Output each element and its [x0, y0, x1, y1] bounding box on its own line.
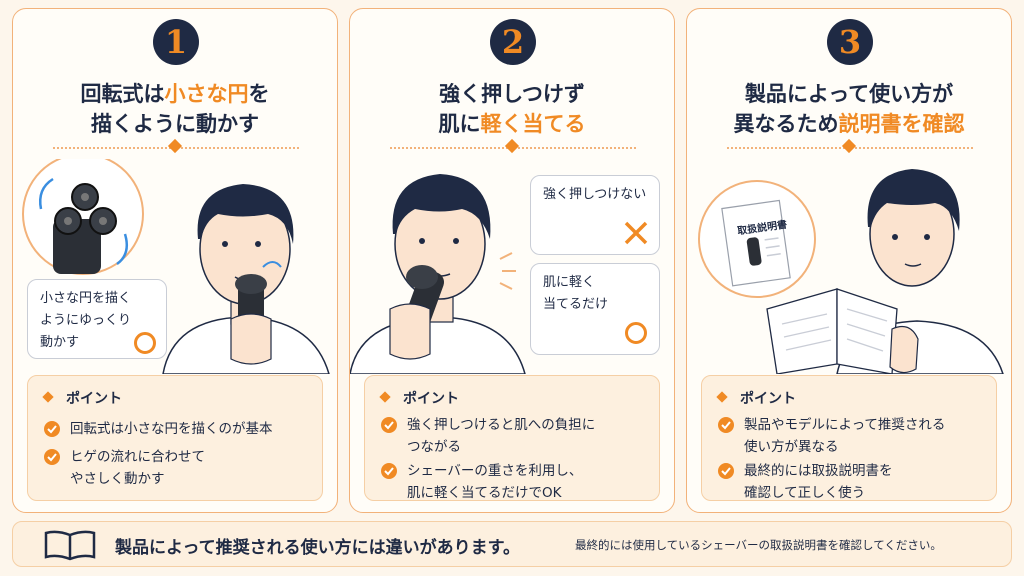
point-heading: ポイント	[716, 388, 796, 408]
step-number: 2	[490, 19, 536, 65]
point-text: つながる	[407, 439, 461, 455]
diamond-icon	[716, 391, 728, 403]
bad-x-icon	[624, 221, 648, 245]
bad-bubble: 強く押しつけない	[530, 175, 660, 255]
check-icon	[44, 449, 60, 465]
bubble-line: 動かす	[40, 335, 80, 350]
shaving-illustration	[350, 174, 526, 374]
diamond-icon	[167, 138, 183, 154]
check-icon	[718, 417, 734, 433]
shaving-illustration	[22, 159, 330, 374]
diamond-icon	[841, 138, 857, 154]
step-panel-2: 2 強く押しつけず 肌に軽く当てる 強く押しつけない 肌に軽く 当てるだけ ポイ…	[349, 8, 675, 513]
title-highlight: 軽く当てる	[480, 112, 586, 136]
step-panel-1: 1 回転式は小さな円を 描くように動かす 小さな円を描く ようにゆっくり 動かす	[12, 8, 338, 513]
footer-note: 製品によって推奨される使い方には違いがあります。 最終的には使用しているシェーバ…	[12, 521, 1012, 567]
step-panel-3: 3 製品によって使い方が 異なるため説明書を確認 取扱説明書 ポイント 製品やモ…	[686, 8, 1012, 513]
point-heading: ポイント	[42, 388, 122, 408]
good-circle-icon	[134, 332, 156, 354]
point-box: ポイント 製品やモデルによって推奨される 使い方が異なる 最終的には取扱説明書を…	[701, 375, 997, 501]
point-item: 回転式は小さな円を描くのが基本	[44, 418, 273, 440]
title-text: 肌に	[438, 112, 481, 136]
point-heading-text: ポイント	[403, 391, 459, 407]
bubble-line: 小さな円を描く	[40, 291, 132, 306]
point-heading-text: ポイント	[740, 391, 796, 407]
check-icon	[44, 421, 60, 437]
step-title: 製品によって使い方が 異なるため説明書を確認	[687, 79, 1011, 139]
title-text: を	[248, 82, 270, 106]
point-box: ポイント 回転式は小さな円を描くのが基本 ヒゲの流れに合わせて やさしく動かす	[27, 375, 323, 501]
bubble-line: 肌に軽く	[543, 275, 596, 290]
point-text: 最終的には取扱説明書を	[744, 463, 893, 479]
point-text: 回転式は小さな円を描くのが基本	[70, 421, 273, 437]
check-icon	[381, 417, 397, 433]
step-title: 回転式は小さな円を 描くように動かす	[13, 79, 337, 139]
point-box: ポイント 強く押しつけると肌への負担に つながる シェーバーの重さを利用し、 肌…	[364, 375, 660, 501]
point-text: シェーバーの重さを利用し、	[407, 463, 583, 479]
footer-main-text: 製品によって推奨される使い方には違いがあります。	[115, 538, 520, 558]
check-icon	[381, 463, 397, 479]
point-item: シェーバーの重さを利用し、 肌に軽く当てるだけでOK	[381, 460, 582, 504]
point-heading: ポイント	[379, 388, 459, 408]
diamond-icon	[379, 391, 391, 403]
good-bubble: 肌に軽く 当てるだけ	[530, 263, 660, 355]
check-icon	[718, 463, 734, 479]
point-item: 製品やモデルによって推奨される 使い方が異なる	[718, 414, 945, 458]
step-title: 強く押しつけず 肌に軽く当てる	[350, 79, 674, 139]
bubble-line: 当てるだけ	[543, 297, 609, 312]
title-text: 回転式は	[80, 82, 165, 106]
point-item: 強く押しつけると肌への負担に つながる	[381, 414, 595, 458]
title-text: 異なるため	[733, 112, 839, 136]
point-text: 製品やモデルによって推奨される	[744, 417, 946, 433]
manual-illustration	[698, 169, 1004, 374]
point-text: 確認して正しく使う	[744, 485, 866, 501]
title-highlight: 説明書を確認	[838, 112, 965, 136]
step-number: 1	[153, 19, 199, 65]
point-text: 強く押しつけると肌への負担に	[407, 417, 596, 433]
point-heading-text: ポイント	[66, 391, 122, 407]
good-circle-icon	[625, 322, 647, 344]
point-item: ヒゲの流れに合わせて やさしく動かす	[44, 446, 205, 490]
title-text: 描くように動かす	[91, 112, 259, 136]
bubble-line: 強く押しつけない	[543, 187, 647, 202]
diamond-icon	[42, 391, 54, 403]
point-text: やさしく動かす	[70, 471, 165, 487]
title-text: 強く押しつけず	[439, 82, 585, 106]
tip-bubble: 小さな円を描く ようにゆっくり 動かす	[27, 279, 167, 359]
step-number: 3	[827, 19, 873, 65]
point-text: ヒゲの流れに合わせて	[70, 449, 205, 465]
bubble-line: ようにゆっくり	[40, 313, 132, 328]
footer-sub-text: 最終的には使用しているシェーバーの取扱説明書を確認してください。	[575, 538, 942, 552]
diamond-icon	[504, 138, 520, 154]
book-icon	[44, 530, 96, 561]
title-highlight: 小さな円	[164, 82, 249, 106]
point-text: 肌に軽く当てるだけでOK	[407, 485, 562, 501]
point-text: 使い方が異なる	[744, 439, 839, 455]
title-text: 製品によって使い方が	[744, 82, 954, 106]
point-item: 最終的には取扱説明書を 確認して正しく使う	[718, 460, 893, 504]
